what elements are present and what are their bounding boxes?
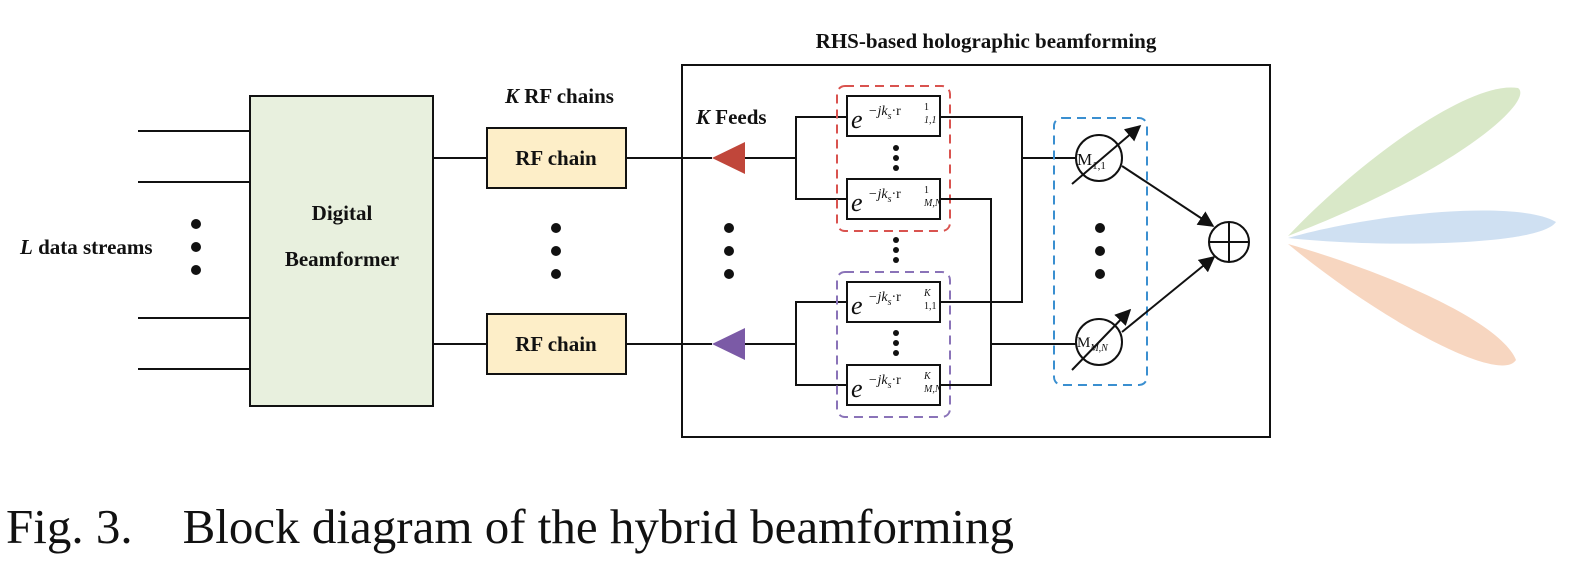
feeds-label: K Feeds (695, 105, 767, 129)
digital-beamformer-label-line2: Beamformer (285, 247, 399, 271)
svg-text:−jks·r: −jks·r (868, 187, 901, 205)
svg-text:K: K (923, 288, 932, 299)
feed-bottom-triangle (712, 328, 745, 360)
phase-box-K-11 (846, 281, 941, 323)
svg-text:K: K (923, 371, 932, 382)
amp-ellipsis (1095, 223, 1105, 279)
amplitude-element-group (1053, 117, 1148, 386)
rf-chain-top-box (486, 127, 627, 189)
summation-node (1208, 221, 1250, 263)
svg-text:M,N: M,N (923, 198, 943, 209)
input-streams (138, 130, 250, 370)
amp-11-to-sum (1121, 165, 1215, 227)
svg-text:e: e (851, 374, 863, 403)
phase-term-K-11: e −jks·r K 1,1 (851, 288, 937, 320)
phase-box-K-MN (846, 364, 941, 406)
rf-to-feed-lines (626, 157, 712, 345)
combine-lines (940, 116, 1077, 386)
feed1-element-group (836, 85, 951, 232)
phase-term-1-11: e −jks·r 1 1,1 (851, 102, 937, 134)
caption-text: Block diagram of the hybrid beamforming (182, 499, 1015, 554)
feedK-element-group (836, 271, 951, 418)
rhs-title: RHS-based holographic beamforming (816, 29, 1157, 53)
amp-element-11-label: M1,1 (1077, 150, 1106, 172)
feed-ellipsis (724, 223, 734, 279)
amp-element-11-arrow (1071, 124, 1142, 185)
beam-green (1288, 87, 1521, 236)
rf-chain-bottom-box (486, 313, 627, 375)
beam-orange (1288, 244, 1516, 366)
caption-label: Fig. 3. (6, 499, 133, 554)
svg-text:e: e (851, 188, 863, 217)
amp-element-MN-arrow (1071, 308, 1132, 371)
amp-MN-to-sum (1121, 255, 1216, 333)
phase-box-1-MN (846, 178, 941, 220)
rf-chain-top-label: RF chain (515, 146, 597, 170)
svg-text:−jks·r: −jks·r (868, 104, 901, 122)
rf-chains-label: K RF chains (504, 84, 614, 108)
hybrid-beamforming-diagram: L data streams Digital Beamformer K RF c… (19, 29, 1556, 438)
rf-chain-bottom-label: RF chain (515, 332, 597, 356)
rf-ellipsis (551, 223, 561, 279)
feed-top-triangle (712, 142, 745, 174)
svg-text:1,1: 1,1 (924, 301, 937, 312)
digital-beamformer-box (249, 95, 434, 407)
svg-text:e: e (851, 105, 863, 134)
input-label: L data streams (19, 235, 153, 259)
phase-term-1-MN: e −jks·r 1 M,N (851, 185, 943, 217)
figure-caption: Fig. 3. Block diagram of the hybrid beamf… (6, 498, 1014, 555)
svg-text:1: 1 (924, 185, 929, 196)
feed-split-lines (745, 116, 847, 386)
svg-text:−jks·r: −jks·r (868, 373, 901, 391)
phase-box-1-11 (846, 95, 941, 137)
svg-text:e: e (851, 291, 863, 320)
group-ellipses (893, 145, 899, 356)
svg-text:−jks·r: −jks·r (868, 290, 901, 308)
radiation-beams (1288, 87, 1556, 366)
amp-element-MN-label: MM,N (1077, 335, 1109, 354)
db-to-rf-lines (433, 157, 487, 345)
input-ellipsis (191, 219, 201, 275)
svg-text:1: 1 (924, 102, 929, 113)
digital-beamformer-label-line1: Digital (312, 201, 373, 225)
svg-text:1,1: 1,1 (924, 115, 937, 126)
svg-text:M,N: M,N (923, 384, 943, 395)
phase-term-K-MN: e −jks·r K M,N (851, 371, 943, 403)
rhs-box (681, 64, 1271, 438)
beam-blue (1288, 210, 1556, 244)
